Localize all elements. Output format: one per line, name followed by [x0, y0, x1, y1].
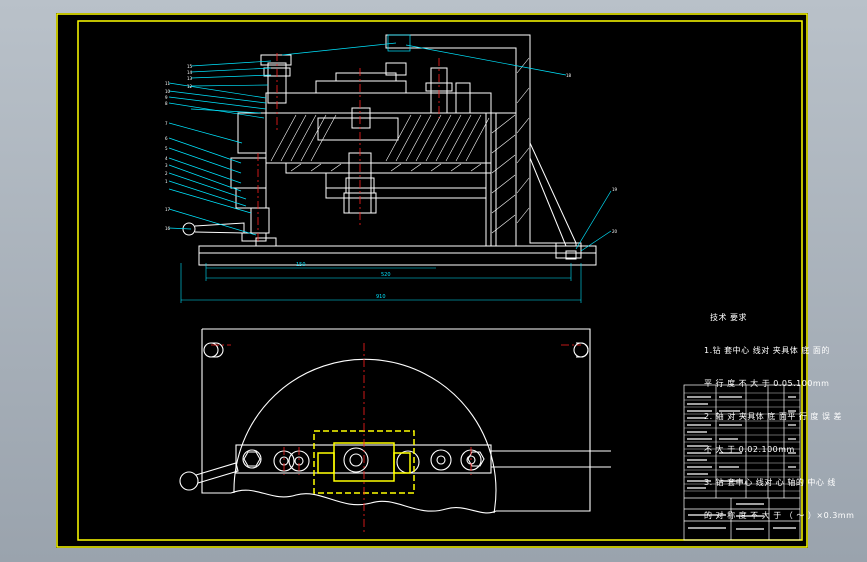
svg-text:20: 20: [612, 229, 618, 234]
svg-text:13: 13: [187, 76, 193, 81]
dim-520: 520: [381, 272, 391, 278]
svg-text:2: 2: [165, 171, 168, 176]
svg-text:9: 9: [165, 95, 168, 100]
dim-910: 910: [376, 294, 386, 300]
requirement-line: 不 大 于 0.02.100mm: [704, 445, 795, 454]
top-view: [179, 328, 611, 514]
title-block-scribbles: [687, 396, 796, 530]
technical-requirements: 技术 要求 1.钻 套中心 线对 夹具体 底 面的 平 行 度 不 大 于 0.…: [704, 290, 854, 543]
title-block: [683, 384, 801, 541]
svg-text:5: 5: [165, 146, 168, 151]
svg-text:14: 14: [187, 70, 193, 75]
requirement-line: 的 对 称 度 不 大 于 （ ～ ）×0.3mm: [704, 511, 855, 520]
svg-text:7: 7: [165, 121, 168, 126]
svg-text:1: 1: [165, 179, 168, 184]
requirement-line: 2. 轴 对 夹具体 底 面平 行 度 误 差: [704, 412, 843, 421]
svg-text:16: 16: [165, 226, 171, 231]
svg-text:19: 19: [612, 187, 618, 192]
front-view: [182, 34, 597, 266]
center-lines-top: [211, 343, 581, 533]
dimension-lines: [180, 263, 582, 303]
requirement-line: 平 行 度 不 大 于 0.05.100mm: [704, 379, 830, 388]
svg-text:18: 18: [566, 73, 572, 78]
svg-text:17: 17: [165, 207, 171, 212]
inner-frame: [77, 20, 803, 541]
outer-frame: [56, 13, 808, 548]
svg-text:10: 10: [165, 89, 171, 94]
center-lines-front: [257, 53, 440, 243]
svg-text:3: 3: [165, 163, 168, 168]
leader-lines: [168, 34, 612, 252]
svg-text:4: 4: [165, 156, 168, 161]
section-hatch: [270, 57, 530, 234]
dim-150: 150: [296, 262, 306, 268]
requirements-title: 技术 要求: [710, 313, 748, 322]
svg-text:15: 15: [187, 64, 193, 69]
requirement-line: 1.钻 套中心 线对 夹具体 底 面的: [704, 346, 830, 355]
svg-text:6: 6: [165, 136, 168, 141]
requirement-line: 3. 钻 套中心 线对 心 轴的 中心 线: [704, 478, 836, 487]
svg-text:12: 12: [187, 84, 193, 89]
title-block-rows: [684, 392, 800, 492]
svg-text:8: 8: [165, 101, 168, 106]
svg-text:11: 11: [165, 81, 171, 86]
